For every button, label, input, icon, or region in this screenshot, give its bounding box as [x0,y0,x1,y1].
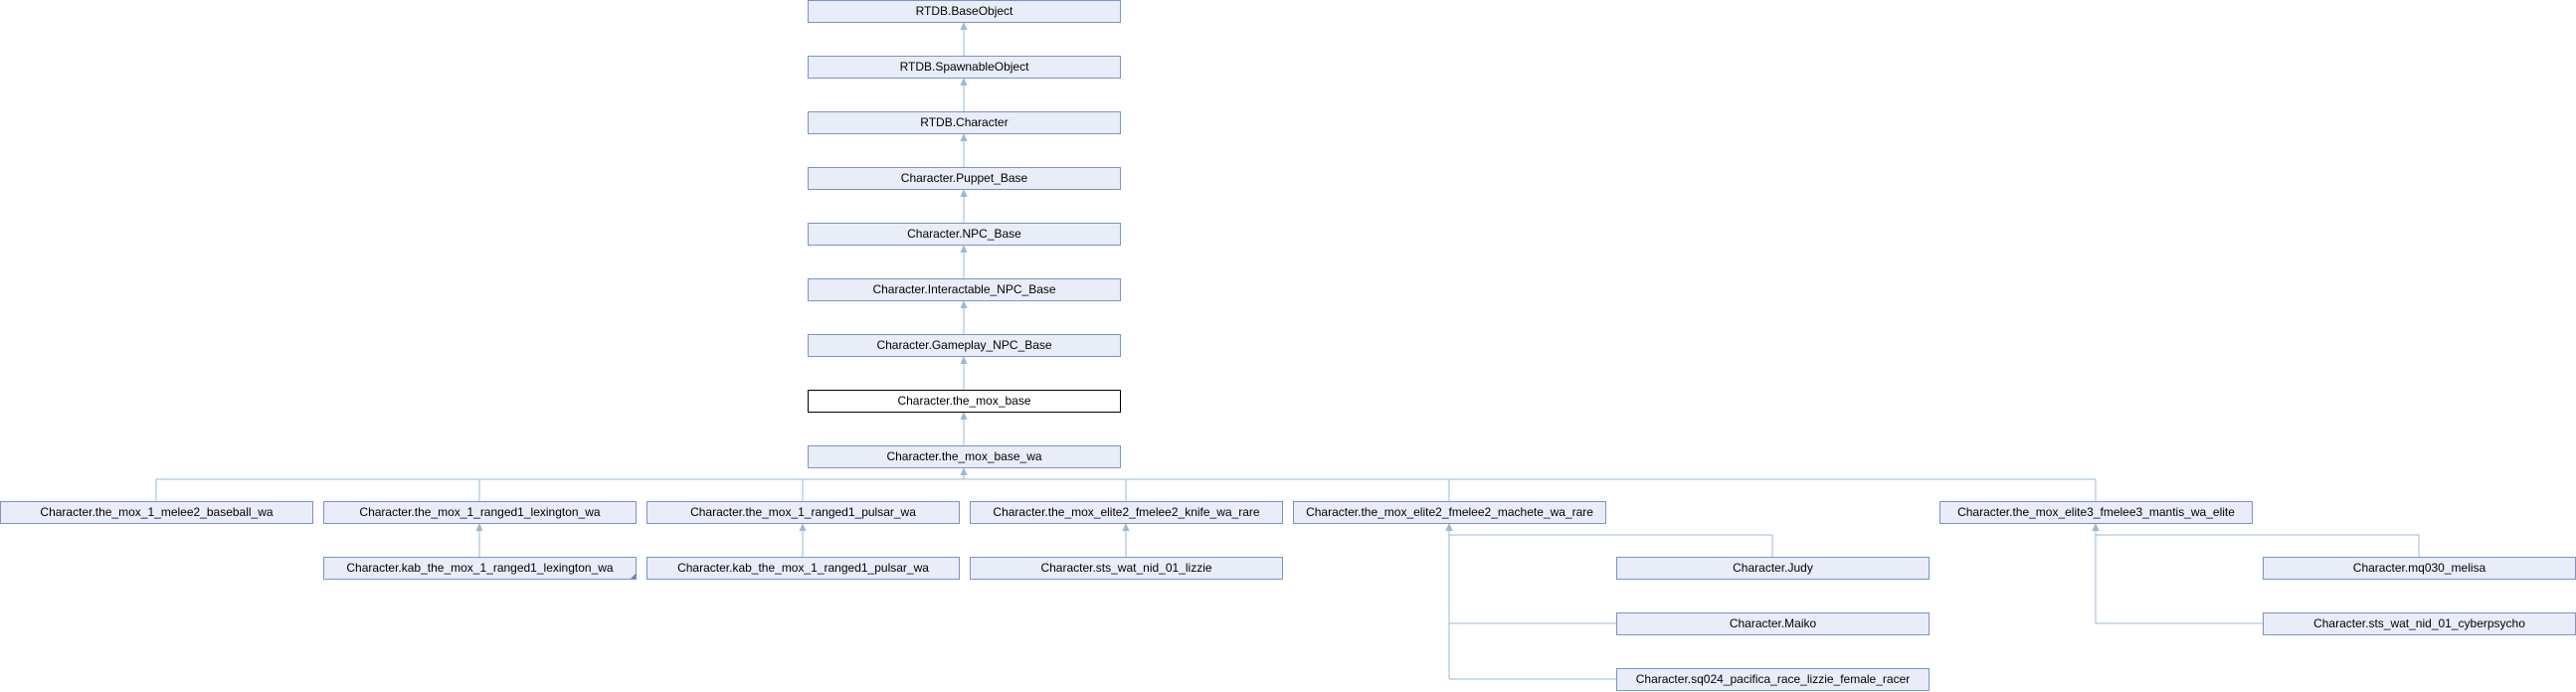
class-node-elite2-machete[interactable]: Character.the_mox_elite2_fmelee2_machete… [1293,501,1606,524]
class-node-rtdb-character[interactable]: RTDB.Character [808,111,1121,134]
class-node-elite3-mantis[interactable]: Character.the_mox_elite3_fmelee3_mantis_… [1939,501,2253,524]
class-node-label: Character.the_mox_base_wa [886,449,1041,463]
class-node-box [1939,501,2253,524]
class-node-label: Character.NPC_Base [907,227,1021,241]
class-node-box [1616,557,1930,580]
inheritance-arrow [2092,523,2100,531]
inheritance-arrow [799,523,807,531]
class-node-label: Character.the_mox_1_ranged1_pulsar_wa [690,505,916,519]
inheritance-arrow [960,22,968,30]
class-node-box [323,501,637,524]
inheritance-arrow [960,412,968,420]
inheritance-arrow [1445,523,1453,531]
class-node-maiko[interactable]: Character.Maiko [1616,612,1930,635]
class-node-label: Character.Interactable_NPC_Base [872,282,1055,296]
class-node-label: Character.Maiko [1730,616,1817,630]
class-node-box [808,0,1121,23]
class-node-label: RTDB.BaseObject [916,4,1013,18]
class-node-elite2-knife[interactable]: Character.the_mox_elite2_fmelee2_knife_w… [970,501,1283,524]
class-node-label: Character.the_mox_base [897,394,1030,408]
inheritance-arrow [1122,523,1130,531]
class-node-box [808,167,1121,190]
class-node-label: Character.the_mox_elite2_fmelee2_machete… [1306,505,1593,519]
class-node-ranged1-pulsar[interactable]: Character.the_mox_1_ranged1_pulsar_wa [646,501,960,524]
class-node-kab-lexington[interactable]: Character.kab_the_mox_1_ranged1_lexingto… [323,557,637,580]
class-node-npc-base[interactable]: Character.NPC_Base [808,223,1121,246]
class-node-label: Character.sts_wat_nid_01_cyberpsycho [2313,616,2525,630]
class-node-sts-lizzie[interactable]: Character.sts_wat_nid_01_lizzie [970,557,1283,580]
class-node-label: RTDB.SpawnableObject [900,60,1030,74]
inheritance-arrow [960,356,968,364]
class-node-box [970,501,1283,524]
class-node-label: Character.kab_the_mox_1_ranged1_pulsar_w… [677,561,929,575]
class-node-label: Character.sts_wat_nid_01_lizzie [1040,561,1211,575]
inheritance-arrow [960,189,968,197]
class-node-box [323,557,637,580]
class-node-label: Character.the_mox_elite2_fmelee2_knife_w… [993,505,1259,519]
class-node-box [0,501,313,524]
class-node-label: Character.kab_the_mox_1_ranged1_lexingto… [346,561,614,575]
class-node-box [808,223,1121,246]
class-node-box [808,278,1121,301]
class-node-sq024-lizzie[interactable]: Character.sq024_pacifica_race_lizzie_fem… [1616,668,1930,691]
class-node-label: Character.the_mox_1_melee2_baseball_wa [40,505,273,519]
class-node-box [1616,668,1930,691]
class-node-label: Character.Judy [1733,561,1813,575]
inheritance-arrow [960,133,968,141]
class-node-mq030-melisa[interactable]: Character.mq030_melisa [2263,557,2576,580]
class-node-box [808,334,1121,357]
class-node-label: RTDB.Character [920,115,1008,129]
class-node-box [808,56,1121,79]
class-node-box [646,501,960,524]
class-node-box [1616,612,1930,635]
inheritance-arrow [960,300,968,308]
class-node-label: Character.sq024_pacifica_race_lizzie_fem… [1636,672,1910,686]
class-node-kab-pulsar[interactable]: Character.kab_the_mox_1_ranged1_pulsar_w… [646,557,960,580]
class-node-sts-cyberpsycho[interactable]: Character.sts_wat_nid_01_cyberpsycho [2263,612,2576,635]
class-node-label: Character.the_mox_1_ranged1_lexington_wa [359,505,600,519]
class-node-mox-base[interactable]: Character.the_mox_base [808,390,1121,413]
inheritance-arrow [960,78,968,86]
class-node-label: Character.Puppet_Base [901,171,1028,185]
class-node-label: Character.Gameplay_NPC_Base [876,338,1051,352]
inheritance-arrow [475,523,483,531]
inheritance-arrow [960,245,968,253]
class-node-puppet-base[interactable]: Character.Puppet_Base [808,167,1121,190]
class-node-spawnable[interactable]: RTDB.SpawnableObject [808,56,1121,79]
class-node-melee2-baseball[interactable]: Character.the_mox_1_melee2_baseball_wa [0,501,313,524]
class-node-box [808,111,1121,134]
class-node-box [1293,501,1606,524]
class-node-interactable-npc[interactable]: Character.Interactable_NPC_Base [808,278,1121,301]
class-node-box [808,390,1121,413]
class-node-judy[interactable]: Character.Judy [1616,557,1930,580]
class-node-box [808,445,1121,468]
class-node-mox-base-wa[interactable]: Character.the_mox_base_wa [808,445,1121,468]
class-node-base-object[interactable]: RTDB.BaseObject [808,0,1121,23]
class-node-box [970,557,1283,580]
inheritance-arrow [960,467,968,475]
class-node-label: Character.the_mox_elite3_fmelee3_mantis_… [1957,505,2235,519]
class-node-label: Character.mq030_melisa [2353,561,2486,575]
class-node-gameplay-npc[interactable]: Character.Gameplay_NPC_Base [808,334,1121,357]
edges-layer [155,22,2420,680]
class-node-ranged1-lexington[interactable]: Character.the_mox_1_ranged1_lexington_wa [323,501,637,524]
truncated-node-marker [630,573,637,580]
class-node-box [646,557,960,580]
